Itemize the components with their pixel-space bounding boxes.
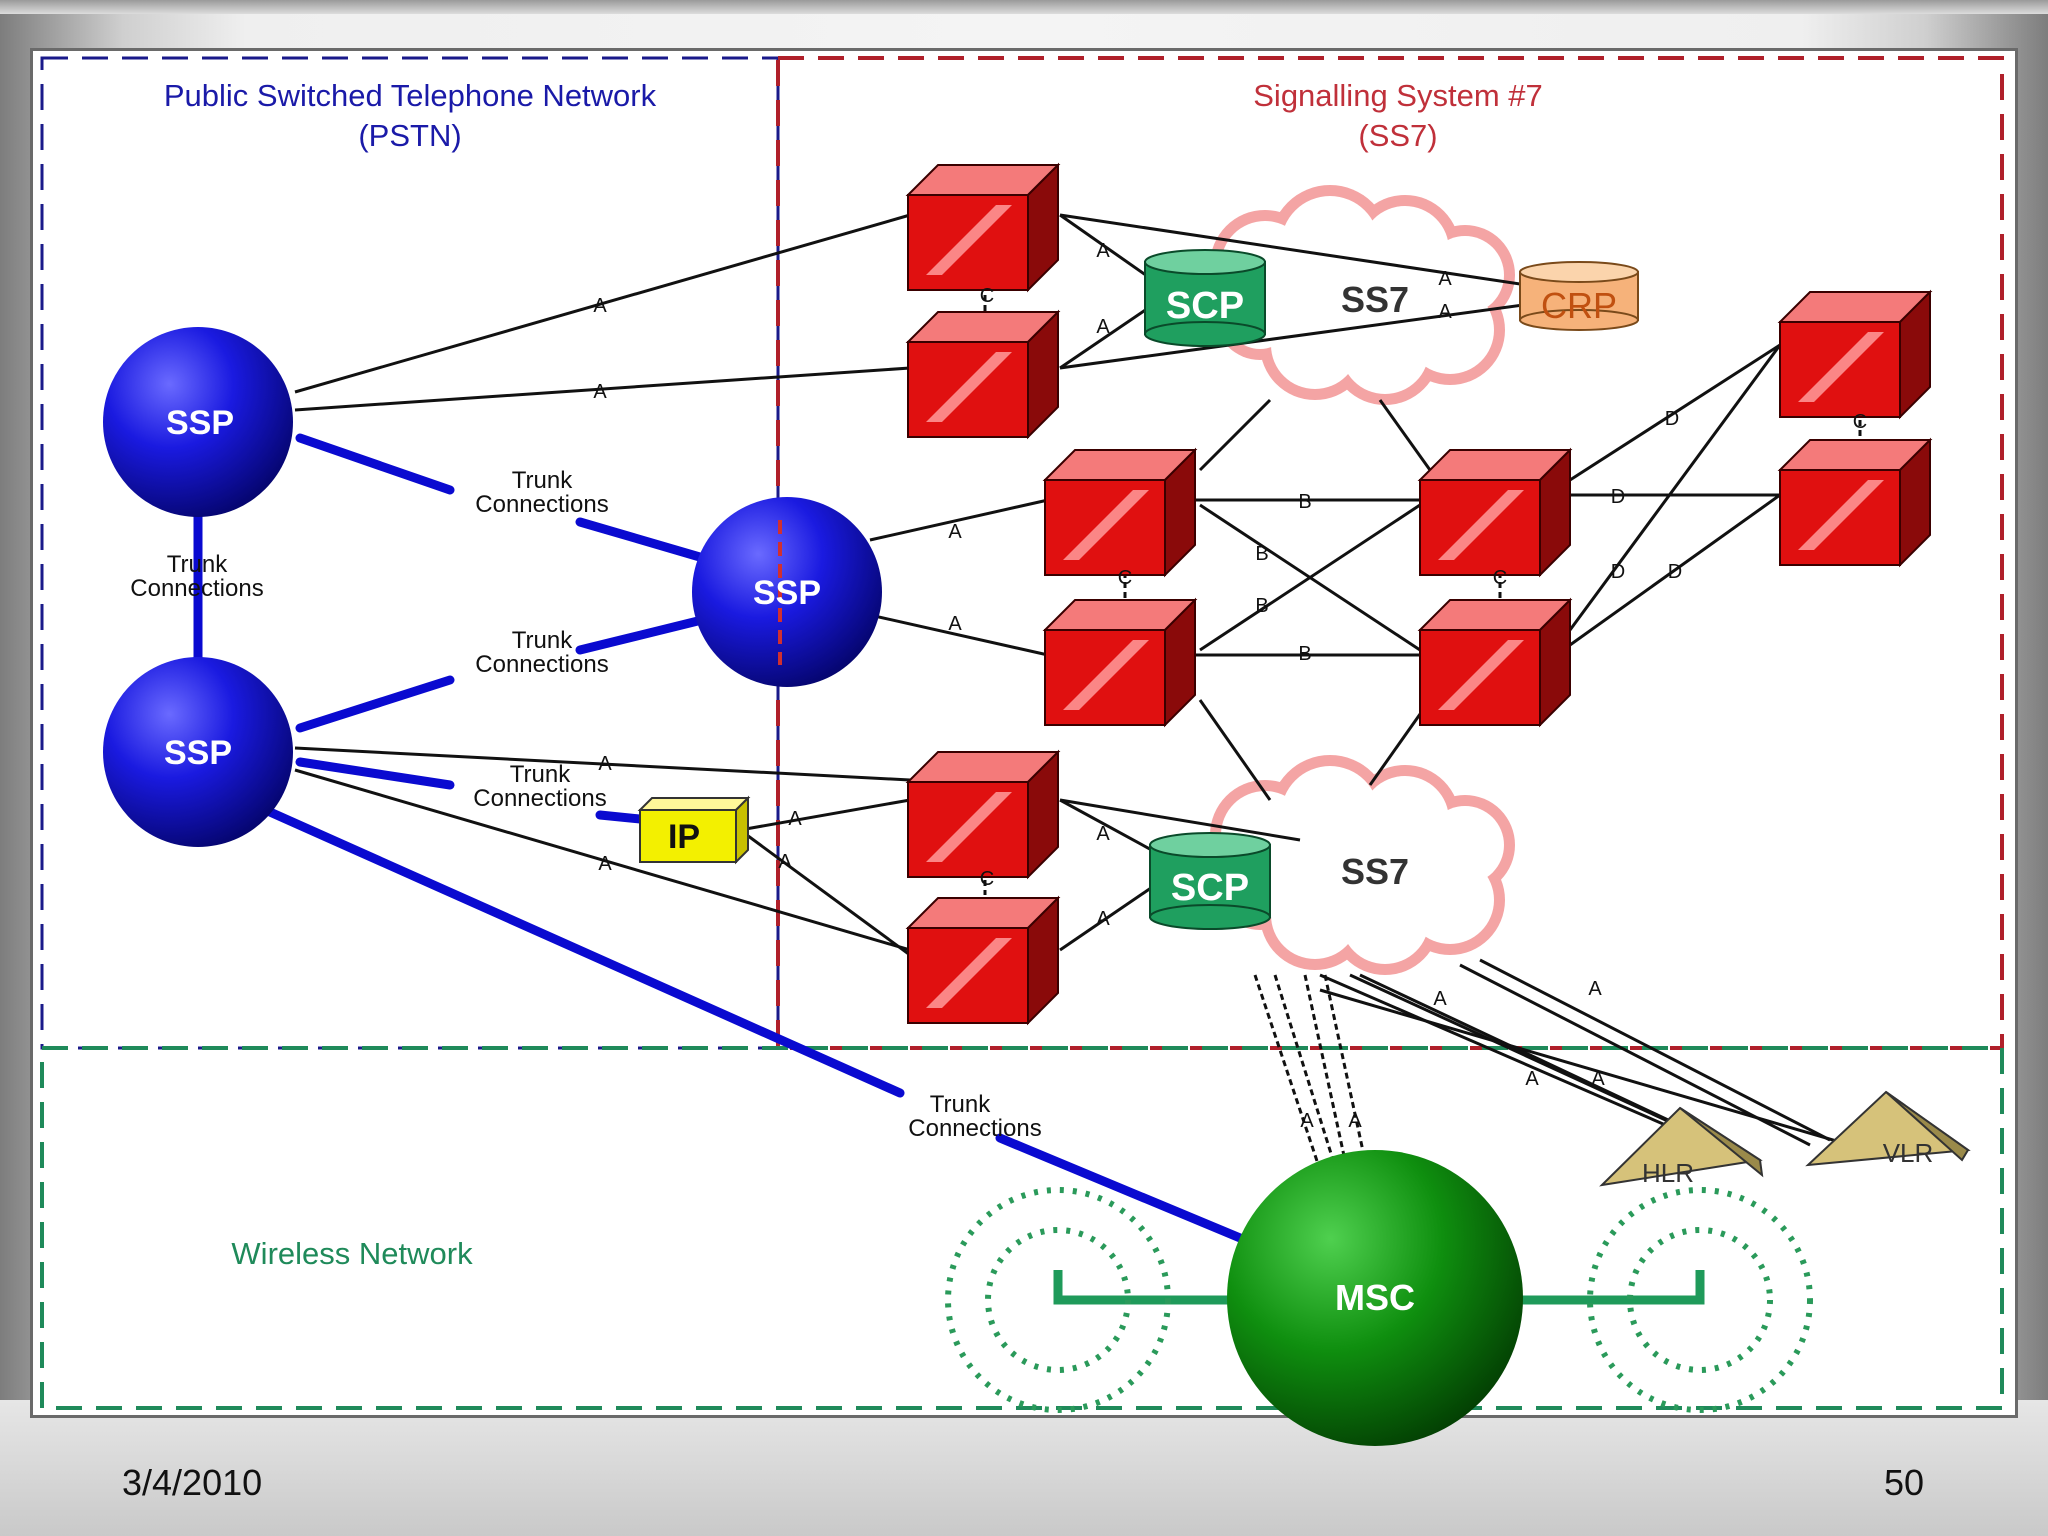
link-label-d: D [1611, 561, 1625, 583]
link-label-a: A [598, 853, 612, 875]
trunk-label-line1: Trunk [512, 627, 573, 654]
wireless-region-border [40, 1046, 2004, 1410]
trunk-label-line1: Trunk [930, 1091, 991, 1118]
msc-links [1053, 1270, 1705, 1305]
msc-label: MSC [1335, 1277, 1415, 1318]
ss7-abbr: (SS7) [1358, 118, 1437, 153]
wireless-title: Wireless Network [231, 1236, 473, 1271]
link-label-a: A [1300, 1110, 1314, 1132]
cell-site-left-outer [945, 1187, 1171, 1413]
link-label-d: D [1668, 561, 1682, 583]
hlr-node: HLR [1599, 1106, 1764, 1188]
stp-bottom-2 [907, 897, 1059, 1024]
trunk-label-line2: Connections [475, 491, 608, 518]
scp-database-lower: SCP [1149, 832, 1271, 930]
ip-node: IP [637, 795, 751, 865]
crp-label: CRP [1541, 285, 1617, 326]
cell-site-right-outer [1587, 1187, 1813, 1413]
trunk-label-line1: Trunk [512, 467, 573, 494]
link-label-b: B [1298, 643, 1311, 665]
link-label-a: A [598, 753, 612, 775]
scp-label: SCP [1171, 867, 1249, 909]
slide-date: 3/4/2010 [122, 1462, 263, 1503]
link-label-a: A [1438, 268, 1452, 290]
link-label-a: A [1096, 908, 1110, 930]
stp-mid-left-2 [1044, 599, 1196, 726]
signalling-links [294, 213, 1862, 1231]
link-label-a: A [1096, 316, 1110, 338]
stp-mid-right-1 [1419, 449, 1571, 576]
scp-label: SCP [1166, 285, 1244, 327]
link-label-b: B [1298, 491, 1311, 513]
link-label-b: B [1255, 595, 1268, 617]
stp-top-1 [907, 164, 1059, 291]
link-label-c: C [980, 868, 994, 890]
pstn-title: Public Switched Telephone Network [164, 78, 657, 113]
link-label-a: A [788, 808, 802, 830]
ss7-cloud-label: SS7 [1341, 851, 1409, 892]
link-label-c: C [1853, 411, 1867, 433]
ssp-label: SSP [164, 734, 232, 772]
trunk-label-line2: Connections [473, 785, 606, 812]
trunk-label-line2: Connections [130, 575, 263, 602]
stp-mid-left-1 [1044, 449, 1196, 576]
link-label-a: A [1096, 240, 1110, 262]
slide-bottom-band [0, 1400, 2048, 1536]
link-label-a: A [1525, 1068, 1539, 1090]
slide-top-band [0, 0, 2048, 14]
cell-site-right-inner [1627, 1227, 1773, 1373]
crp-database: CRP [1519, 261, 1639, 331]
link-labels: A A A A A A A A A A A A A A A A A A A A … [593, 240, 1867, 1132]
ss7-cloud-label: SS7 [1341, 279, 1409, 320]
cell-site-left-inner [985, 1227, 1131, 1373]
ssp-node-middle: SSP [692, 497, 882, 687]
trunk-label-line2: Connections [908, 1115, 1041, 1142]
link-label-a: A [1433, 988, 1447, 1010]
link-label-c: C [1493, 567, 1507, 589]
link-label-b: B [1255, 543, 1268, 565]
trunk-label-line2: Connections [475, 651, 608, 678]
stp-top-2 [907, 311, 1059, 438]
stp-mid-right-2 [1419, 599, 1571, 726]
trunk-label-line1: Trunk [510, 761, 571, 788]
link-label-d: D [1611, 486, 1625, 508]
link-label-a: A [593, 295, 607, 317]
ssp-label: SSP [166, 404, 234, 442]
hlr-label: HLR [1642, 1158, 1694, 1188]
scp-database-upper: SCP [1144, 249, 1266, 347]
link-label-a: A [948, 613, 962, 635]
link-label-a: A [778, 851, 792, 873]
ssp-label: SSP [753, 574, 821, 612]
link-label-a: A [1588, 978, 1602, 1000]
cell-sites [945, 1187, 1813, 1413]
link-label-a: A [948, 521, 962, 543]
vlr-label: VLR [1883, 1138, 1934, 1168]
ip-label: IP [668, 818, 700, 856]
link-label-d: D [1665, 408, 1679, 430]
link-label-a: A [1591, 1068, 1605, 1090]
ssp-node-bottom: SSP [103, 657, 293, 847]
stp-far-right-2 [1779, 439, 1931, 566]
pstn-abbr: (PSTN) [358, 118, 461, 153]
link-label-c: C [980, 285, 994, 307]
link-label-c: C [1118, 567, 1132, 589]
link-label-a: A [1348, 1110, 1362, 1132]
ss7-title: Signalling System #7 [1253, 78, 1543, 113]
msc-node: MSC [1227, 1150, 1523, 1446]
trunk-label-line1: Trunk [167, 551, 228, 578]
stp-bottom-1 [907, 751, 1059, 878]
ssp-node-top: SSP [103, 327, 293, 517]
vlr-node: VLR [1805, 1090, 1971, 1168]
link-label-a: A [1438, 301, 1452, 323]
pstn-region-border [40, 56, 780, 1050]
link-label-a: A [1096, 823, 1110, 845]
link-label-a: A [593, 381, 607, 403]
slide-page-number: 50 [1883, 1462, 1924, 1503]
stp-far-right-1 [1779, 291, 1931, 418]
